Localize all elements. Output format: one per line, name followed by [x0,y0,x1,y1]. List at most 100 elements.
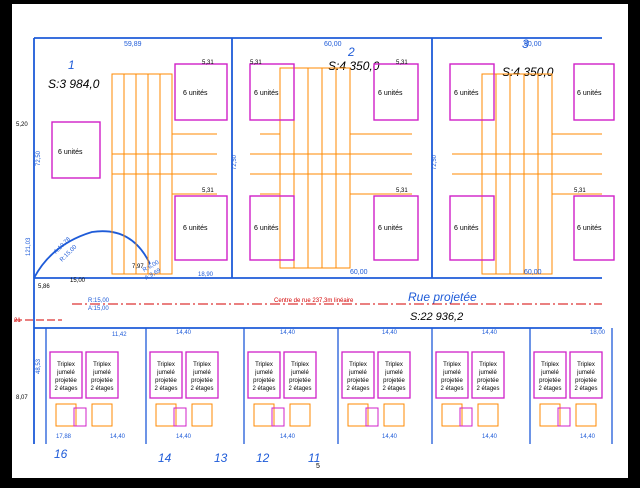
lot-number: 1 [68,58,75,72]
triplex-label: Triplex [157,362,175,368]
triplex-label: 2 étages [154,386,177,392]
building-label: 6 unités [378,90,403,97]
triplex-label: projetée [347,378,369,384]
building-label: 6 unités [454,225,479,232]
triplex-label: projetée [441,378,463,384]
dim-mid-3: 60,00 [524,269,542,276]
dim-side-3: 72,50 [232,154,238,170]
dim-small-7: 18,90 [198,272,214,278]
dim-side-6: 5,86 [38,284,50,290]
triplex-label: projetée [155,378,177,384]
dim-small-17: 18,00 [590,330,606,336]
triplex-label: 2 étages [476,386,499,392]
bottom-lot-16: 16 [54,447,68,461]
triplex-label: 2 étages [90,386,113,392]
triplex-label: jumelé [254,370,273,376]
triplex-label: Triplex [443,362,461,368]
triplex-building [185,351,219,399]
lot-3: 3 S:4 350,0 6 unités 6 unités 6 unités 6… [449,37,615,275]
site-plan-drawing: 1 S:3 984,0 6 unités 6 unités 6 unités 2… [12,4,628,478]
parking-layout [250,67,412,269]
dim-side-1: 5,20 [16,122,28,128]
triplex-label: projetée [91,378,113,384]
building-label: 6 unités [577,225,602,232]
triplex-label: Triplex [541,362,559,368]
triplex-building [435,351,469,399]
building-label: 6 unités [454,90,479,97]
driveway [575,403,597,427]
triplex-label: projetée [55,378,77,384]
dim-small-14: 14,40 [280,330,296,336]
lot-number: 2 [347,45,355,59]
bottom-lot-11: 11 [308,451,320,465]
triplex-building [341,351,375,399]
dim-small-18: 17,88 [56,434,72,440]
triplex-label: projetée [575,378,597,384]
triplex-label: Triplex [291,362,309,368]
building-c [51,121,101,179]
triplex-label: Triplex [57,362,75,368]
bottom-lot-12: 12 [256,451,270,465]
bottom-lot-13: 13 [214,451,228,465]
triplex-building [533,351,567,399]
building-b [174,195,228,261]
dim-small-24: 14,40 [580,434,596,440]
building-label: 6 unités [254,225,279,232]
triplex-row: Triplex jumelé projetée 2 étages Triplex jume… [45,328,613,444]
lot-area: S:4 350,0 [502,65,554,79]
triplex-building [283,351,317,399]
lot-2: 2 S:4 350,0 6 unités 6 unités 6 unités 6… [249,45,419,269]
building-label: 6 unités [183,225,208,232]
dim-side-5: 121,03 [26,237,32,256]
triplex-label: projetée [289,378,311,384]
site-plan-svg: 1 S:3 984,0 6 unités 6 unités 6 unités 2… [14,37,615,470]
building-b [573,63,615,121]
triplex-label: projetée [539,378,561,384]
dim-side-7: 48,53 [36,358,42,374]
triplex-label: projetée [383,378,405,384]
street-name: Rue projetée [408,290,477,304]
dim-small-5: 5,31 [396,188,408,194]
lot-area: S:4 350,0 [328,59,380,73]
triplex-label: jumelé [478,370,497,376]
dim-small-4: 5,31 [202,188,214,194]
driveway [477,403,499,427]
driveway [253,403,275,427]
dim-small-20: 14,40 [176,434,192,440]
parking-layout [111,73,217,275]
stair-marker [459,407,473,427]
dim-side-8: 8,07 [16,395,28,401]
stair-marker [271,407,285,427]
building-a [449,63,495,121]
building-a [249,63,295,121]
building-label: 6 unités [183,90,208,97]
lot-area-bottom: S:22 936,2 [410,311,463,323]
triplex-label: Triplex [479,362,497,368]
building-b [373,63,419,121]
triplex-label: 2 étages [252,386,275,392]
dim-side-2: 72,50 [36,150,42,166]
building-c [449,195,495,261]
triplex-label: jumelé [56,370,75,376]
dim-small-15: 14,40 [382,330,398,336]
lot-area: S:3 984,0 [48,77,100,91]
triplex-building [569,351,603,399]
triplex-building [471,351,505,399]
driveway [289,403,311,427]
bottom-lot-numbers: 16 14 13 12 11 5 [54,447,320,470]
dim-side-4: 72,50 [432,154,438,170]
building-label: 6 unités [577,90,602,97]
triplex-label: projetée [191,378,213,384]
triplex-label: 2 étages [538,386,561,392]
triplex-label: 2 étages [54,386,77,392]
dim-small-21: 14,40 [280,434,296,440]
dim-small-13: 14,40 [176,330,192,336]
dim-small-19: 14,40 [110,434,126,440]
bottom-lot-14: 14 [158,451,172,465]
